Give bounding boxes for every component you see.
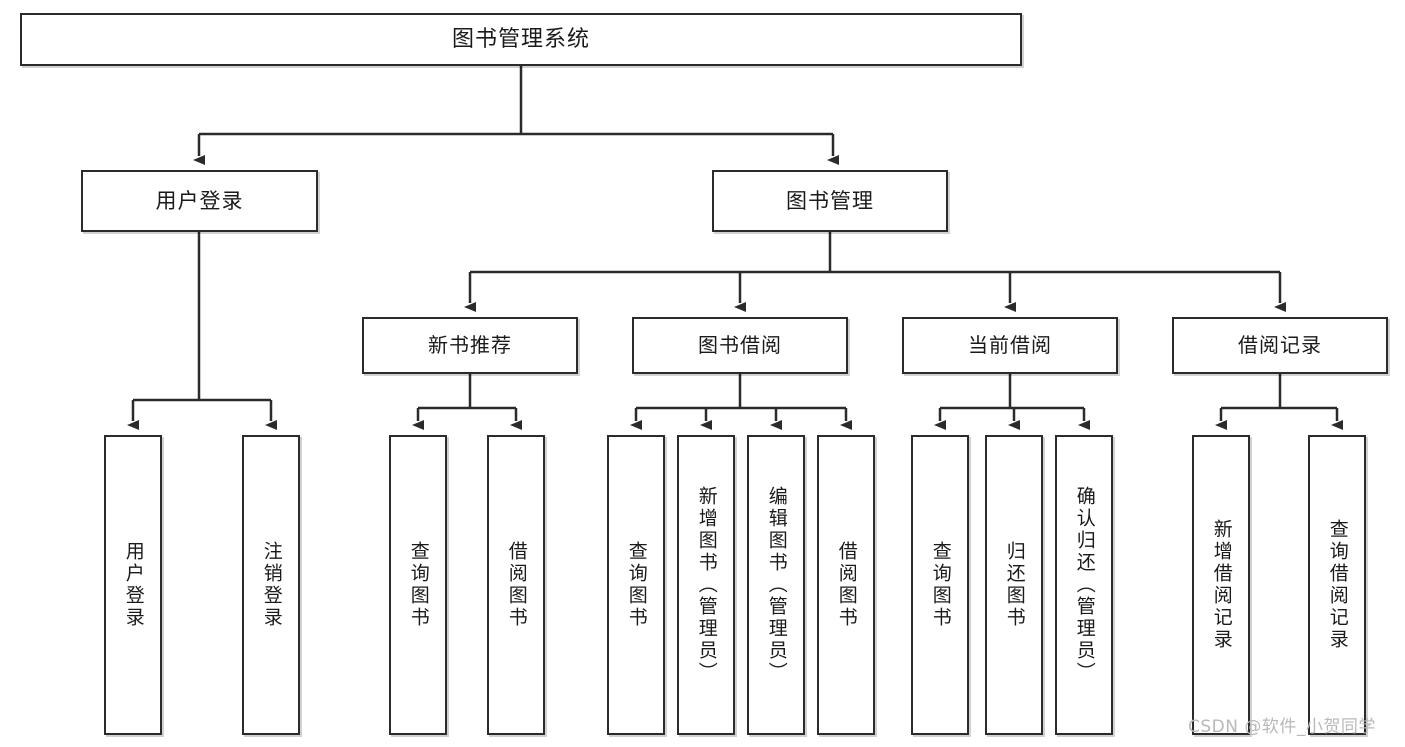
node-root[interactable]: 图书管理系统 xyxy=(20,13,1022,66)
node-borrow-record[interactable]: 借阅记录 xyxy=(1172,317,1388,374)
node-leaf-query-book-2-label: 查询图书 xyxy=(625,541,648,629)
node-leaf-logout[interactable]: 注销登录 xyxy=(242,435,300,735)
node-leaf-borrow-book-2-label: 借阅图书 xyxy=(835,541,858,629)
node-leaf-return-book-label: 归还图书 xyxy=(1003,541,1026,629)
node-leaf-confirm-return-label: 确认归还（管理员） xyxy=(1073,486,1096,684)
node-leaf-return-book[interactable]: 归还图书 xyxy=(985,435,1043,735)
watermark: CSDN @软件_小贺同学 xyxy=(1188,717,1376,737)
node-current-borrow[interactable]: 当前借阅 xyxy=(902,317,1118,374)
node-leaf-user-login-label: 用户登录 xyxy=(122,541,145,629)
node-leaf-logout-label: 注销登录 xyxy=(260,541,283,629)
node-leaf-add-book[interactable]: 新增图书（管理员） xyxy=(677,435,735,735)
node-book-manage-label: 图书管理 xyxy=(786,188,874,213)
node-leaf-add-record-label: 新增借阅记录 xyxy=(1210,519,1233,651)
node-root-label: 图书管理系统 xyxy=(451,26,590,52)
node-leaf-query-book-3-label: 查询图书 xyxy=(929,541,952,629)
node-book-borrow-label: 图书借阅 xyxy=(698,333,782,357)
node-leaf-query-book-2[interactable]: 查询图书 xyxy=(607,435,665,735)
node-leaf-edit-book[interactable]: 编辑图书（管理员） xyxy=(747,435,805,735)
node-leaf-query-record-label: 查询借阅记录 xyxy=(1326,519,1349,651)
node-leaf-query-book-1-label: 查询图书 xyxy=(407,541,430,629)
node-leaf-borrow-book-1[interactable]: 借阅图书 xyxy=(487,435,545,735)
node-current-borrow-label: 当前借阅 xyxy=(968,333,1052,357)
node-leaf-confirm-return[interactable]: 确认归还（管理员） xyxy=(1055,435,1113,735)
node-user-login[interactable]: 用户登录 xyxy=(81,170,318,232)
node-leaf-query-record[interactable]: 查询借阅记录 xyxy=(1308,435,1366,735)
node-borrow-record-label: 借阅记录 xyxy=(1238,333,1322,357)
node-leaf-query-book-3[interactable]: 查询图书 xyxy=(911,435,969,735)
node-book-manage[interactable]: 图书管理 xyxy=(712,170,948,232)
node-user-login-label: 用户登录 xyxy=(155,188,244,213)
node-leaf-add-record[interactable]: 新增借阅记录 xyxy=(1192,435,1250,735)
node-new-book-rec-label: 新书推荐 xyxy=(428,333,512,357)
node-book-borrow[interactable]: 图书借阅 xyxy=(632,317,848,374)
node-leaf-add-book-label: 新增图书（管理员） xyxy=(695,486,718,684)
node-leaf-user-login[interactable]: 用户登录 xyxy=(104,435,162,735)
node-leaf-borrow-book-2[interactable]: 借阅图书 xyxy=(817,435,875,735)
node-leaf-borrow-book-1-label: 借阅图书 xyxy=(505,541,528,629)
node-new-book-rec[interactable]: 新书推荐 xyxy=(362,317,578,374)
node-leaf-edit-book-label: 编辑图书（管理员） xyxy=(765,486,788,684)
node-leaf-query-book-1[interactable]: 查询图书 xyxy=(389,435,447,735)
